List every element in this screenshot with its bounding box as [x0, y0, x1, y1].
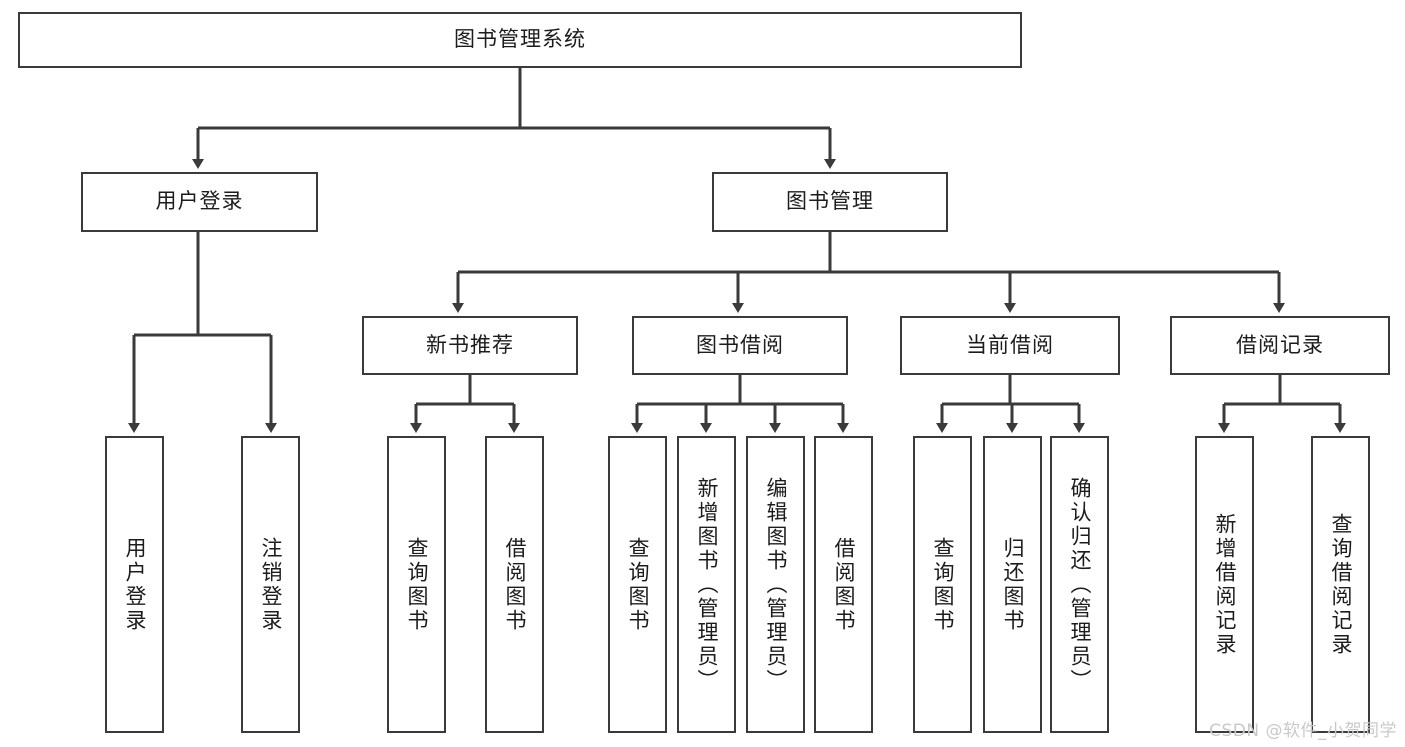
- node-leaf-borrow-book-1[interactable]: 借阅图书: [485, 436, 544, 733]
- node-book-borrow[interactable]: 图书借阅: [632, 316, 848, 375]
- node-leaf-query-book-2[interactable]: 查询图书: [608, 436, 667, 733]
- node-leaf-edit-book[interactable]: 编辑图书（管理员）: [746, 436, 805, 733]
- node-leaf-query-book-2-label: 查询图书: [626, 536, 650, 633]
- node-book-manage-label: 图书管理: [786, 189, 874, 214]
- node-leaf-confirm-return[interactable]: 确认归还（管理员）: [1050, 436, 1109, 733]
- node-leaf-user-login[interactable]: 用户登录: [105, 436, 164, 733]
- node-leaf-confirm-return-label: 确认归还（管理员）: [1068, 476, 1092, 693]
- node-leaf-user-login-label: 用户登录: [123, 536, 147, 633]
- node-book-manage[interactable]: 图书管理: [712, 172, 948, 232]
- node-leaf-borrow-book-2[interactable]: 借阅图书: [814, 436, 873, 733]
- node-leaf-query-book-3[interactable]: 查询图书: [913, 436, 972, 733]
- node-leaf-add-book[interactable]: 新增图书（管理员）: [677, 436, 736, 733]
- node-leaf-user-logout-label: 注销登录: [259, 536, 283, 633]
- node-leaf-borrow-book-1-label: 借阅图书: [503, 536, 527, 633]
- node-leaf-borrow-book-2-label: 借阅图书: [832, 536, 856, 633]
- node-leaf-add-record-label: 新增借阅记录: [1213, 512, 1237, 657]
- node-leaf-query-book-1-label: 查询图书: [405, 536, 429, 633]
- node-leaf-return-book[interactable]: 归还图书: [983, 436, 1042, 733]
- node-current-borrow-label: 当前借阅: [966, 332, 1054, 357]
- node-leaf-edit-book-label: 编辑图书（管理员）: [764, 476, 788, 693]
- node-book-borrow-label: 图书借阅: [696, 332, 784, 357]
- csdn-watermark: CSDN @软件_小贺同学: [1209, 721, 1397, 741]
- node-leaf-query-book-3-label: 查询图书: [931, 536, 955, 633]
- node-user-login[interactable]: 用户登录: [81, 172, 318, 232]
- node-leaf-query-record-label: 查询借阅记录: [1329, 512, 1353, 657]
- node-new-book-recommend-label: 新书推荐: [426, 332, 514, 357]
- node-leaf-return-book-label: 归还图书: [1001, 536, 1025, 633]
- node-current-borrow[interactable]: 当前借阅: [900, 316, 1120, 375]
- node-leaf-query-book-1[interactable]: 查询图书: [387, 436, 446, 733]
- node-leaf-add-record[interactable]: 新增借阅记录: [1195, 436, 1254, 733]
- node-leaf-user-logout[interactable]: 注销登录: [241, 436, 300, 733]
- node-borrow-record-label: 借阅记录: [1236, 332, 1324, 357]
- node-new-book-recommend[interactable]: 新书推荐: [362, 316, 578, 375]
- node-root[interactable]: 图书管理系统: [18, 12, 1022, 68]
- node-root-label: 图书管理系统: [454, 27, 586, 52]
- node-borrow-record[interactable]: 借阅记录: [1170, 316, 1390, 375]
- node-leaf-add-book-label: 新增图书（管理员）: [695, 476, 719, 693]
- node-user-login-label: 用户登录: [155, 189, 244, 214]
- node-leaf-query-record[interactable]: 查询借阅记录: [1311, 436, 1370, 733]
